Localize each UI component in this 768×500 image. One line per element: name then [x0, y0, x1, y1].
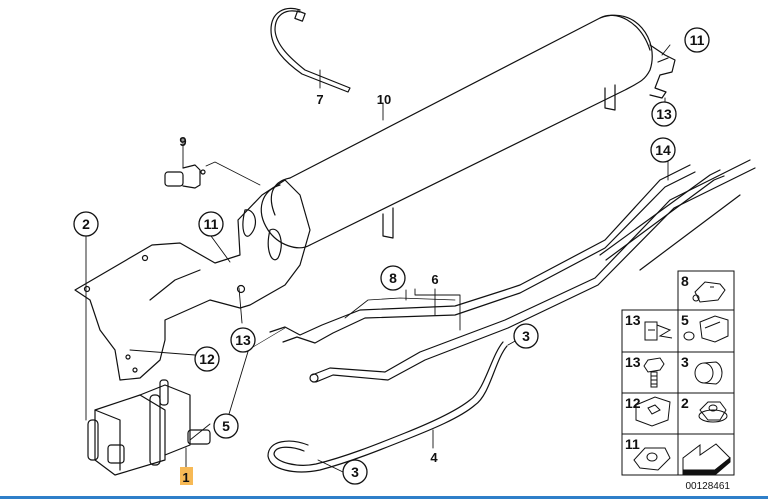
- callout-13-left[interactable]: 13: [230, 327, 256, 353]
- diagram-id-label: 00128461: [686, 481, 731, 492]
- legend-labels: 8 13 5 13 3 12 2 11: [625, 273, 689, 452]
- legend-label-11: 11: [625, 436, 640, 452]
- svg-text:11: 11: [204, 216, 219, 232]
- legend-label-12: 12: [625, 395, 641, 411]
- svg-text:13: 13: [235, 332, 251, 348]
- leader-lines: [85, 44, 671, 473]
- svg-text:10: 10: [377, 92, 391, 107]
- callout-7[interactable]: 7: [316, 92, 323, 107]
- svg-text:3: 3: [522, 328, 530, 344]
- direction-arrow-icon: [682, 443, 731, 475]
- svg-text:11: 11: [690, 32, 705, 48]
- bottom-accent-line: [0, 496, 768, 499]
- svg-text:7: 7: [316, 92, 323, 107]
- fitting-icon: [683, 315, 729, 343]
- small-parts-legend: [621, 270, 735, 476]
- callout-9[interactable]: 9: [179, 134, 186, 149]
- clip-icon: [692, 281, 726, 303]
- callout-13-right[interactable]: 13: [651, 101, 677, 127]
- speed-nut-icon: [635, 396, 671, 427]
- callout-11-left[interactable]: 11: [198, 211, 224, 237]
- charcoal-filter-canister[interactable]: [260, 14, 653, 249]
- grommet-icon: [694, 361, 723, 385]
- callout-12[interactable]: 12: [194, 346, 220, 372]
- hex-nut-icon: [698, 401, 728, 423]
- fuel-lines-part-14[interactable]: [599, 169, 741, 271]
- svg-text:14: 14: [655, 142, 671, 158]
- callout-2[interactable]: 2: [73, 211, 99, 237]
- svg-text:4: 4: [430, 450, 438, 465]
- valve-block-part-1[interactable]: [87, 379, 211, 476]
- callout-5[interactable]: 5: [213, 413, 239, 439]
- legend-label-5: 5: [681, 312, 689, 328]
- svg-text:13: 13: [656, 106, 672, 122]
- callout-8[interactable]: 8: [380, 265, 406, 291]
- callout-1-selected[interactable]: 1: [180, 467, 193, 485]
- heat-shield-bracket[interactable]: [74, 179, 311, 381]
- clip-holder-icon: [644, 321, 673, 341]
- svg-text:1: 1: [182, 470, 189, 485]
- callout-6[interactable]: 6: [431, 272, 438, 287]
- svg-text:6: 6: [431, 272, 438, 287]
- svg-text:12: 12: [199, 351, 215, 367]
- callout-3-lower[interactable]: 3: [342, 459, 368, 485]
- legend-label-8: 8: [681, 273, 689, 289]
- legend-label-13b: 13: [625, 354, 641, 370]
- canister-bracket-right[interactable]: [649, 44, 676, 99]
- svg-text:2: 2: [82, 216, 90, 232]
- bolt-icon: [643, 357, 665, 388]
- cage-nut-icon: [633, 447, 671, 471]
- callout-3-upper[interactable]: 3: [513, 323, 539, 349]
- svg-text:5: 5: [222, 418, 230, 434]
- hose-part-4[interactable]: [267, 341, 508, 473]
- legend-label-13a: 13: [625, 312, 641, 328]
- sensor-plug-part[interactable]: [164, 161, 261, 189]
- svg-text:3: 3: [351, 464, 359, 480]
- cable-strap-part[interactable]: [270, 7, 351, 93]
- callout-11-right[interactable]: 11: [684, 27, 710, 53]
- svg-text:8: 8: [389, 270, 397, 286]
- legend-label-2: 2: [681, 395, 689, 411]
- callout-14[interactable]: 14: [650, 137, 676, 163]
- callout-10[interactable]: 10: [377, 92, 391, 107]
- callout-4[interactable]: 4: [430, 450, 438, 465]
- legend-label-3: 3: [681, 354, 689, 370]
- svg-text:9: 9: [179, 134, 186, 149]
